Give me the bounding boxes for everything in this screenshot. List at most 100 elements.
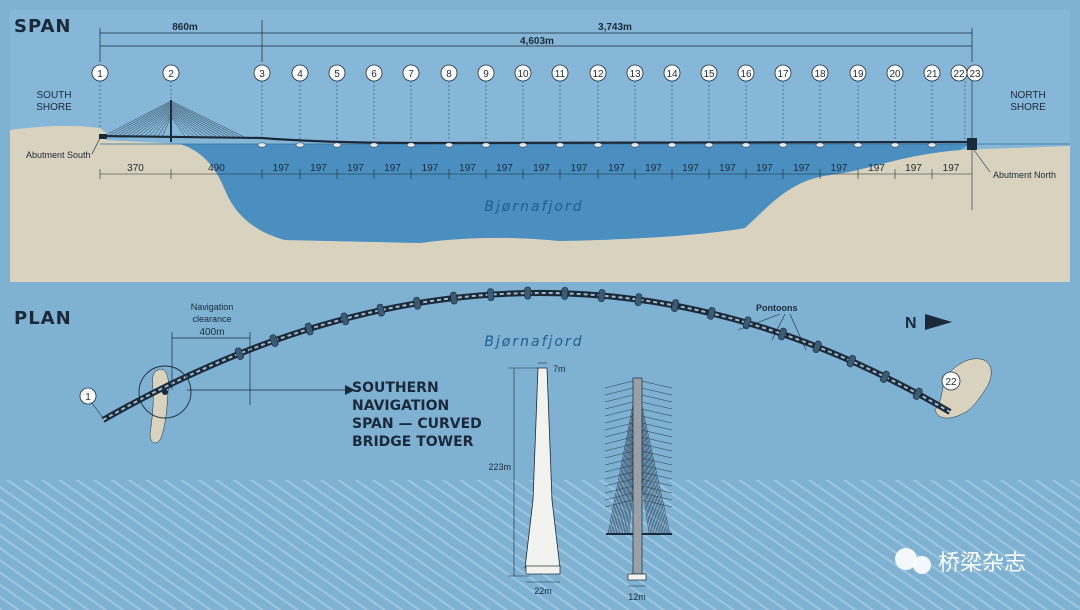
axis-marker-label: 1 [97, 69, 103, 80]
cable [636, 421, 673, 431]
pontoon [630, 142, 640, 148]
cable [636, 463, 673, 473]
tower-top-width: 7m [553, 364, 566, 374]
pontoon [369, 142, 379, 148]
pontoon [332, 142, 342, 148]
north-shore-line2: SHORE [1010, 102, 1046, 113]
dim-3743: 3,743m [598, 22, 632, 33]
watermark: 桥梁杂志 [895, 548, 1026, 576]
cable [170, 101, 240, 138]
water-body [180, 144, 970, 243]
abutment-north-label: Abutment North [993, 170, 1056, 180]
span-length-label: 197 [273, 163, 290, 174]
callout-arrow [345, 385, 355, 395]
axis-marker-label: 21 [926, 69, 938, 80]
axis-marker-label: 3 [259, 69, 265, 80]
cable [170, 100, 245, 138]
plan-title: PLAN [14, 308, 72, 329]
land-profile [10, 125, 1070, 282]
top-dimensions [99, 20, 973, 62]
pontoon [778, 142, 788, 148]
cable [636, 442, 673, 452]
fjord-label-plan: Bjørnafjord [484, 334, 583, 350]
cable [604, 470, 638, 480]
span-length-label: 197 [496, 163, 513, 174]
tower-side-base: 12m [628, 592, 646, 602]
span-length-label: 197 [459, 163, 476, 174]
span-length-label: 490 [208, 163, 225, 174]
cable [170, 106, 222, 138]
pontoon [481, 142, 491, 148]
tower-base-width: 22m [534, 586, 552, 596]
south-shore-line1: SOUTH [37, 90, 72, 101]
plan-pontoon [413, 296, 422, 310]
cable [604, 407, 638, 417]
span-length-label: 197 [831, 163, 848, 174]
abutment-south-leader [91, 137, 101, 155]
cable [636, 400, 673, 410]
axis-marker-label: 4 [297, 69, 303, 80]
cable [108, 101, 172, 137]
pontoon [257, 142, 267, 148]
cable [636, 484, 673, 494]
axis-marker-label: 20 [889, 69, 901, 80]
plan-pontoon [487, 288, 495, 301]
span-length-label: 197 [608, 163, 625, 174]
axis-marker-label: 11 [555, 69, 566, 80]
tower-side-view [604, 377, 673, 587]
pontoon [406, 142, 416, 148]
plan-pontoon [634, 293, 643, 306]
nav-clearance-value: 400m [199, 327, 224, 338]
cable [636, 477, 673, 487]
dim-4603: 4,603m [520, 36, 554, 47]
pontoon [518, 142, 528, 148]
tower-location-dot [162, 389, 168, 395]
span-title: SPAN [14, 16, 72, 37]
cable [117, 104, 172, 137]
cable [604, 435, 638, 445]
axis-marker-label: 15 [703, 69, 715, 80]
cable [636, 383, 671, 535]
plan-pontoon [340, 312, 349, 326]
cable [604, 498, 638, 508]
fjord-label-span: Bjørnafjord [484, 199, 583, 215]
cable [636, 456, 673, 466]
cable [636, 435, 673, 445]
callout-line4: BRIDGE TOWER [352, 434, 474, 450]
tower-front-view [508, 362, 561, 583]
span-length-label: 197 [719, 163, 736, 174]
axis-marker-label: 13 [629, 69, 641, 80]
cable [636, 386, 673, 396]
pontoon [555, 142, 565, 148]
plan-pontoon [450, 291, 458, 305]
cable [636, 498, 673, 508]
cable [604, 379, 638, 389]
span-length-label: 197 [384, 163, 401, 174]
cable [636, 414, 673, 424]
bridge-plan-deck [102, 291, 951, 421]
cable [604, 484, 638, 494]
plan-pontoon [269, 334, 279, 347]
plan-pontoon [880, 370, 890, 383]
span-length-label: 197 [347, 163, 364, 174]
cable [604, 386, 638, 396]
plan-axis-1-leader [91, 402, 104, 419]
cable [135, 109, 172, 137]
cable [609, 388, 638, 535]
cable [170, 109, 213, 138]
pontoon [444, 142, 454, 148]
cable [170, 115, 191, 138]
cable [121, 105, 172, 137]
axis-marker-label: 2 [168, 69, 174, 80]
plan-pontoon [598, 289, 606, 302]
axis-marker-label: 19 [852, 69, 864, 80]
cable [604, 414, 638, 424]
pontoons-label: Pontoons [756, 303, 798, 313]
span-length-label: 197 [905, 163, 922, 174]
cable [636, 407, 673, 417]
cable [604, 449, 638, 459]
plan-pontoon [707, 307, 716, 320]
span-length-label: 197 [682, 163, 699, 174]
